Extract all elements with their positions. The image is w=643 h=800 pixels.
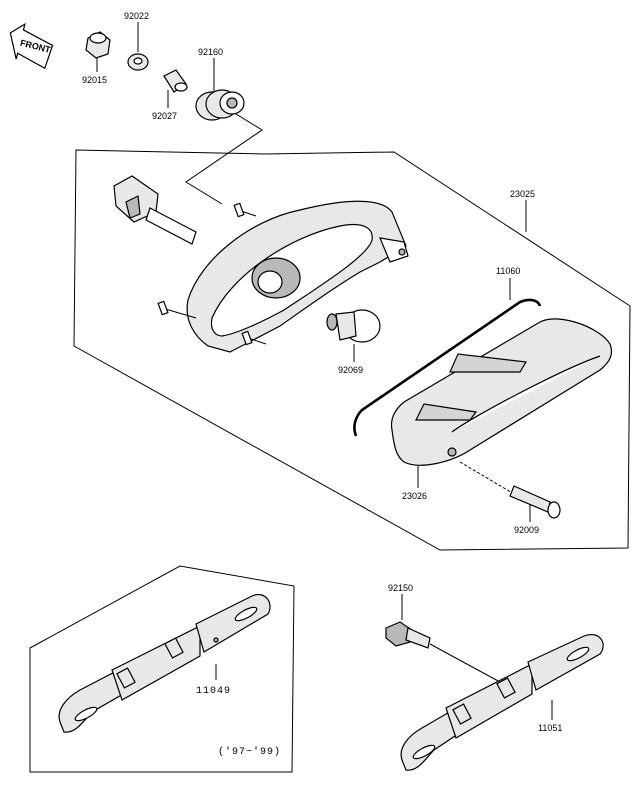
part-23026-lens (390, 318, 613, 466)
part-11060-gasket (353, 298, 542, 437)
part-label-92150: 92150 (388, 583, 413, 593)
part-label-11060: 11060 (496, 266, 520, 276)
part-label-23025: 23025 (510, 189, 535, 199)
year-note: (′97~′99) (218, 746, 281, 758)
assembly-outline-11049 (29, 565, 295, 773)
assembly-outline-23025 (73, 149, 631, 551)
part-label-92027: 92027 (152, 111, 177, 121)
part-label-92160: 92160 (198, 47, 223, 57)
part-socket-connector (113, 175, 197, 245)
part-11051-bracket (400, 634, 604, 771)
part-label-92009: 92009 (514, 525, 539, 535)
part-92009-screw (509, 485, 561, 519)
part-92069-bulb (326, 309, 381, 343)
part-92022-washer (127, 53, 149, 71)
part-label-92022: 92022 (124, 11, 149, 21)
part-taillight-housing (157, 200, 409, 353)
part-label-11051: 11051 (538, 723, 562, 733)
part-92160-grommet (195, 89, 245, 121)
part-11049-bracket (58, 594, 271, 733)
part-label-23026: 23026 (402, 491, 427, 501)
front-arrow-icon: FRONT (9, 22, 54, 70)
part-label-11049: 11049 (196, 686, 231, 697)
part-92150-bolt (385, 621, 431, 649)
part-label-92069: 92069 (338, 365, 363, 375)
part-92027-collar (163, 69, 188, 93)
part-label-92015: 92015 (82, 75, 107, 85)
part-92015-nut (85, 31, 111, 59)
